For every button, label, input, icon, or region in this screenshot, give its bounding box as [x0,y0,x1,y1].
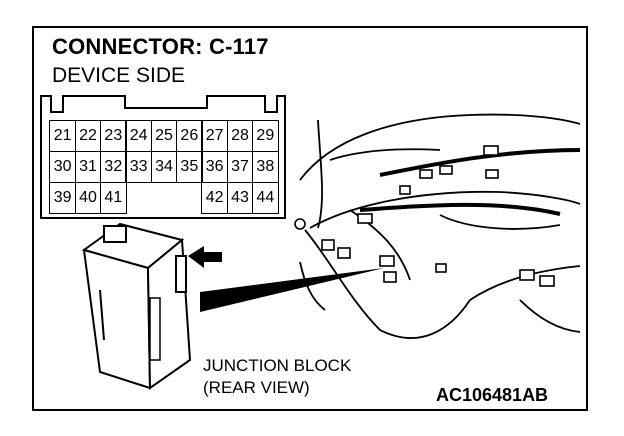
wiring-harness [359,148,581,216]
arrow-icon [188,246,222,268]
connector-side-label: DEVICE SIDE [52,64,186,87]
caption-line-2: (REAR VIEW) [203,378,310,397]
connector-latch-left [50,95,64,113]
connector-title: CONNECTOR: C-117 [52,34,269,59]
junction-block-drawing [81,222,192,390]
diagram-frame [32,26,588,411]
figure-code: AC106481AB [436,385,549,405]
caption-line-1: JUNCTION BLOCK [203,356,352,375]
dashboard-drawing [299,113,581,339]
pin-cell: 44 [251,181,279,214]
leader-wedge [200,268,384,312]
pin-cell: 40 [74,181,102,214]
pin-cell: 33 [125,150,153,184]
pin-cell: 39 [49,181,77,214]
connector-plugs [294,145,555,287]
pin-cell: 34 [150,150,178,184]
connector-latch-right [264,95,278,113]
pin-cell: 41 [99,181,127,214]
pin-cell: 35 [175,150,203,184]
connector-key-center [124,95,208,109]
pin-cell: 43 [226,181,254,214]
pin-cell: 42 [201,181,229,214]
